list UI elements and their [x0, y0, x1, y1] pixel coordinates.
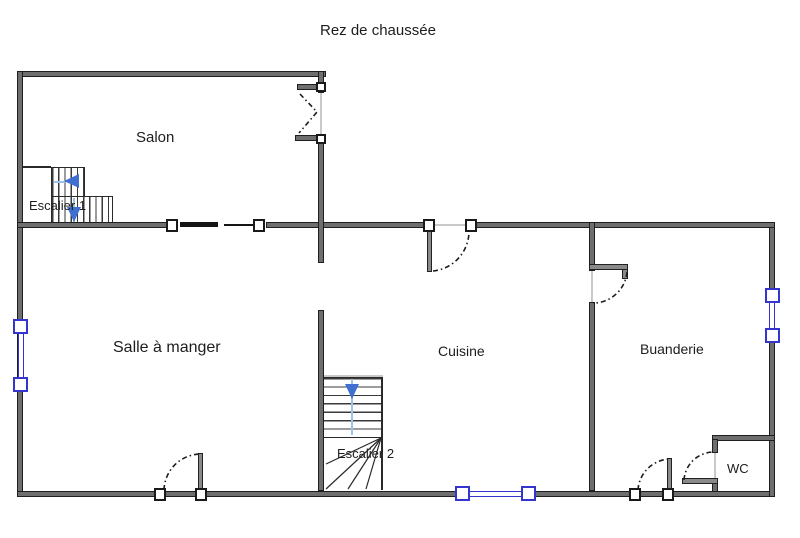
door-jamb [253, 219, 265, 232]
wall-outer-right [769, 222, 775, 497]
stair1-arrow-left-icon [64, 174, 79, 188]
threshold [433, 224, 466, 226]
room-label-wc: WC [727, 461, 749, 476]
room-label-salle-a-manger: Salle à manger [113, 339, 221, 356]
door-leaf-wc [682, 478, 718, 484]
sliding-door-track [224, 224, 255, 226]
room-label-salon: Salon [136, 129, 175, 146]
door-leaf-buanderie [589, 264, 628, 270]
room-label-cuisine: Cuisine [438, 343, 485, 359]
plan-title: Rez de chaussée [320, 22, 436, 39]
window-glass-left [18, 330, 24, 382]
wall-wc-left-upper [712, 439, 718, 453]
window-frame [13, 377, 28, 392]
stair1-arrow-down-icon [67, 207, 81, 222]
door-jamb [662, 488, 674, 501]
door-leaf-buanderie-ext [667, 458, 672, 491]
stair1-landing-line [22, 166, 51, 168]
stair2-arrow-down-icon [345, 384, 359, 399]
wall-mid-center [266, 222, 426, 228]
door-jamb [465, 219, 477, 232]
wall-cuisine-buanderie-upper [589, 222, 595, 271]
window-frame [521, 486, 536, 501]
door-jamb [166, 219, 178, 232]
door-leaf-cuisine-top [427, 228, 432, 272]
door-swing-dining [163, 453, 201, 491]
threshold [591, 271, 593, 303]
door-jamb [316, 82, 326, 92]
window-glass-right [769, 298, 775, 334]
wall-outer-left [17, 71, 23, 497]
sliding-door-panel [180, 222, 218, 227]
door-swing-salon [298, 93, 319, 134]
wall-stair2-left [318, 310, 324, 491]
door-jamb [423, 219, 435, 232]
wall-wc-top [712, 435, 775, 441]
threshold [714, 453, 716, 480]
window-frame [765, 328, 780, 343]
door-swing-buanderie-ext [637, 458, 671, 491]
stair2-right-edge [381, 377, 383, 490]
door-jamb [629, 488, 641, 501]
window-frame [455, 486, 470, 501]
threshold [320, 93, 322, 134]
window-frame [765, 288, 780, 303]
window-frame [13, 319, 28, 334]
room-label-escalier1: Escalier 1 [29, 198, 87, 213]
window-glass-bottom [466, 491, 528, 497]
door-swing-cuisine [432, 230, 470, 272]
door-jamb [195, 488, 207, 501]
wall-salon-right-lower [318, 134, 324, 263]
door-leaf-tip [622, 269, 628, 279]
door-jamb [316, 134, 326, 144]
wall-mid-right [476, 222, 775, 228]
room-label-escalier2: Escalier 2 [337, 446, 395, 461]
stair2-top-line [324, 375, 383, 377]
stair2-arrow-line [351, 379, 353, 435]
wall-salon-top [17, 71, 326, 77]
door-leaf-dining [198, 453, 203, 491]
wall-cuisine-buanderie-lower [589, 302, 595, 491]
wall-mid-left [17, 222, 169, 228]
room-label-buanderie: Buanderie [640, 341, 704, 357]
stair1-arrow-line [54, 181, 65, 183]
door-swing-wc [683, 451, 715, 481]
door-jamb [154, 488, 166, 501]
